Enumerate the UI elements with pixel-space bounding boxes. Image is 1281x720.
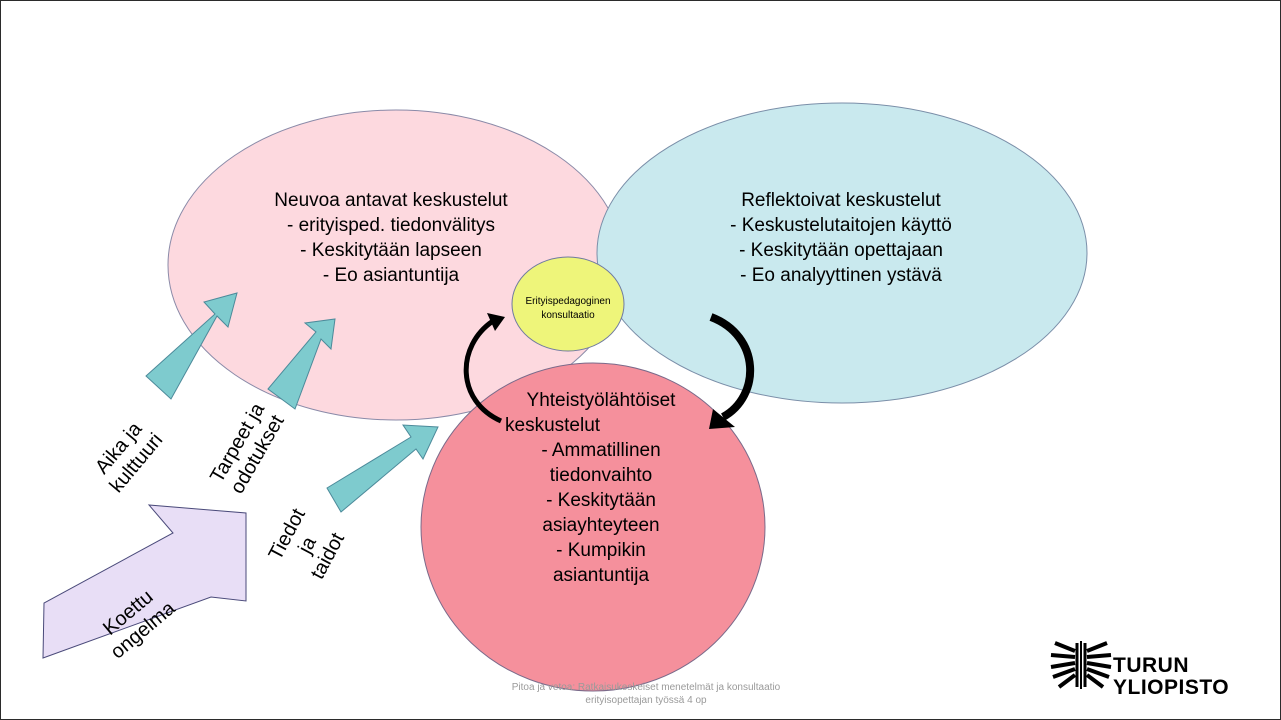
- arrow-tiedot-shape: [326, 424, 439, 513]
- center-label-line1: Erityispedagoginen: [525, 296, 611, 307]
- center-label: Erityispedagoginen konsultaatio: [513, 295, 623, 323]
- reflective-item-3: - Eo analyyttinen ystävä: [740, 265, 942, 286]
- reflective-item-1: - Keskustelutaitojen käyttö: [730, 215, 952, 236]
- curved-arrow-right-head: [709, 409, 735, 429]
- collaborative-text: Yhteistyölähtöiset keskustelut - Ammatil…: [481, 388, 721, 588]
- reflective-text: Reflektoivat keskustelut - Keskustelutai…: [661, 188, 1021, 288]
- arrow-aika-shape: [145, 292, 238, 400]
- collaborative-item-1b: tiedonvaihto: [549, 465, 653, 486]
- logo-line2: YLIOPISTO: [1113, 676, 1230, 699]
- footer-line1: Pitoa ja vetoa: Ratkaisukeskeiset menete…: [511, 682, 781, 693]
- collaborative-ellipse: [420, 362, 766, 692]
- collaborative-item-2b: asiayhteyteen: [542, 515, 660, 536]
- center-ellipse: [511, 256, 625, 352]
- reflective-ellipse: [596, 102, 1088, 404]
- arrow-koettu-ongelma-shape: [42, 504, 247, 659]
- footer-text: Pitoa ja vetoa: Ratkaisukeskeiset menete…: [431, 681, 861, 707]
- collaborative-title-2: keskustelut: [505, 415, 601, 436]
- footer-line2: erityisopettajan työssä 4 op: [585, 695, 707, 706]
- curved-arrow-right: [709, 313, 755, 421]
- reflective-item-2: - Keskitytään opettajaan: [739, 240, 943, 261]
- university-emblem-icon: [1050, 641, 1112, 689]
- advice-title: Neuvoa antavat keskustelut: [274, 190, 508, 211]
- curved-arrow-left-head: [487, 313, 505, 331]
- advice-item-2: - Keskitytään lapseen: [300, 240, 482, 261]
- logo-line1: TURUN: [1113, 654, 1189, 677]
- curved-arrow-left: [463, 318, 503, 424]
- advice-item-1: - erityisped. tiedonvälitys: [286, 215, 496, 236]
- arrow-tarpeet-shape: [267, 318, 336, 410]
- university-logo: TURUN YLIOPISTO: [1113, 655, 1229, 699]
- reflective-title: Reflektoivat keskustelut: [741, 190, 941, 211]
- collaborative-item-3b: asiantuntija: [552, 565, 650, 586]
- collaborative-item-3a: - Kumpikin: [556, 540, 646, 561]
- collaborative-item-1a: - Ammatillinen: [541, 440, 661, 461]
- collaborative-title-1: Yhteistyölähtöiset: [526, 390, 676, 411]
- advice-text: Neuvoa antavat keskustelut - erityisped.…: [226, 188, 556, 288]
- advice-item-3: - Eo asiantuntija: [322, 265, 460, 286]
- collaborative-item-2a: - Keskitytään: [546, 490, 656, 511]
- center-label-line2: konsultaatio: [541, 310, 595, 321]
